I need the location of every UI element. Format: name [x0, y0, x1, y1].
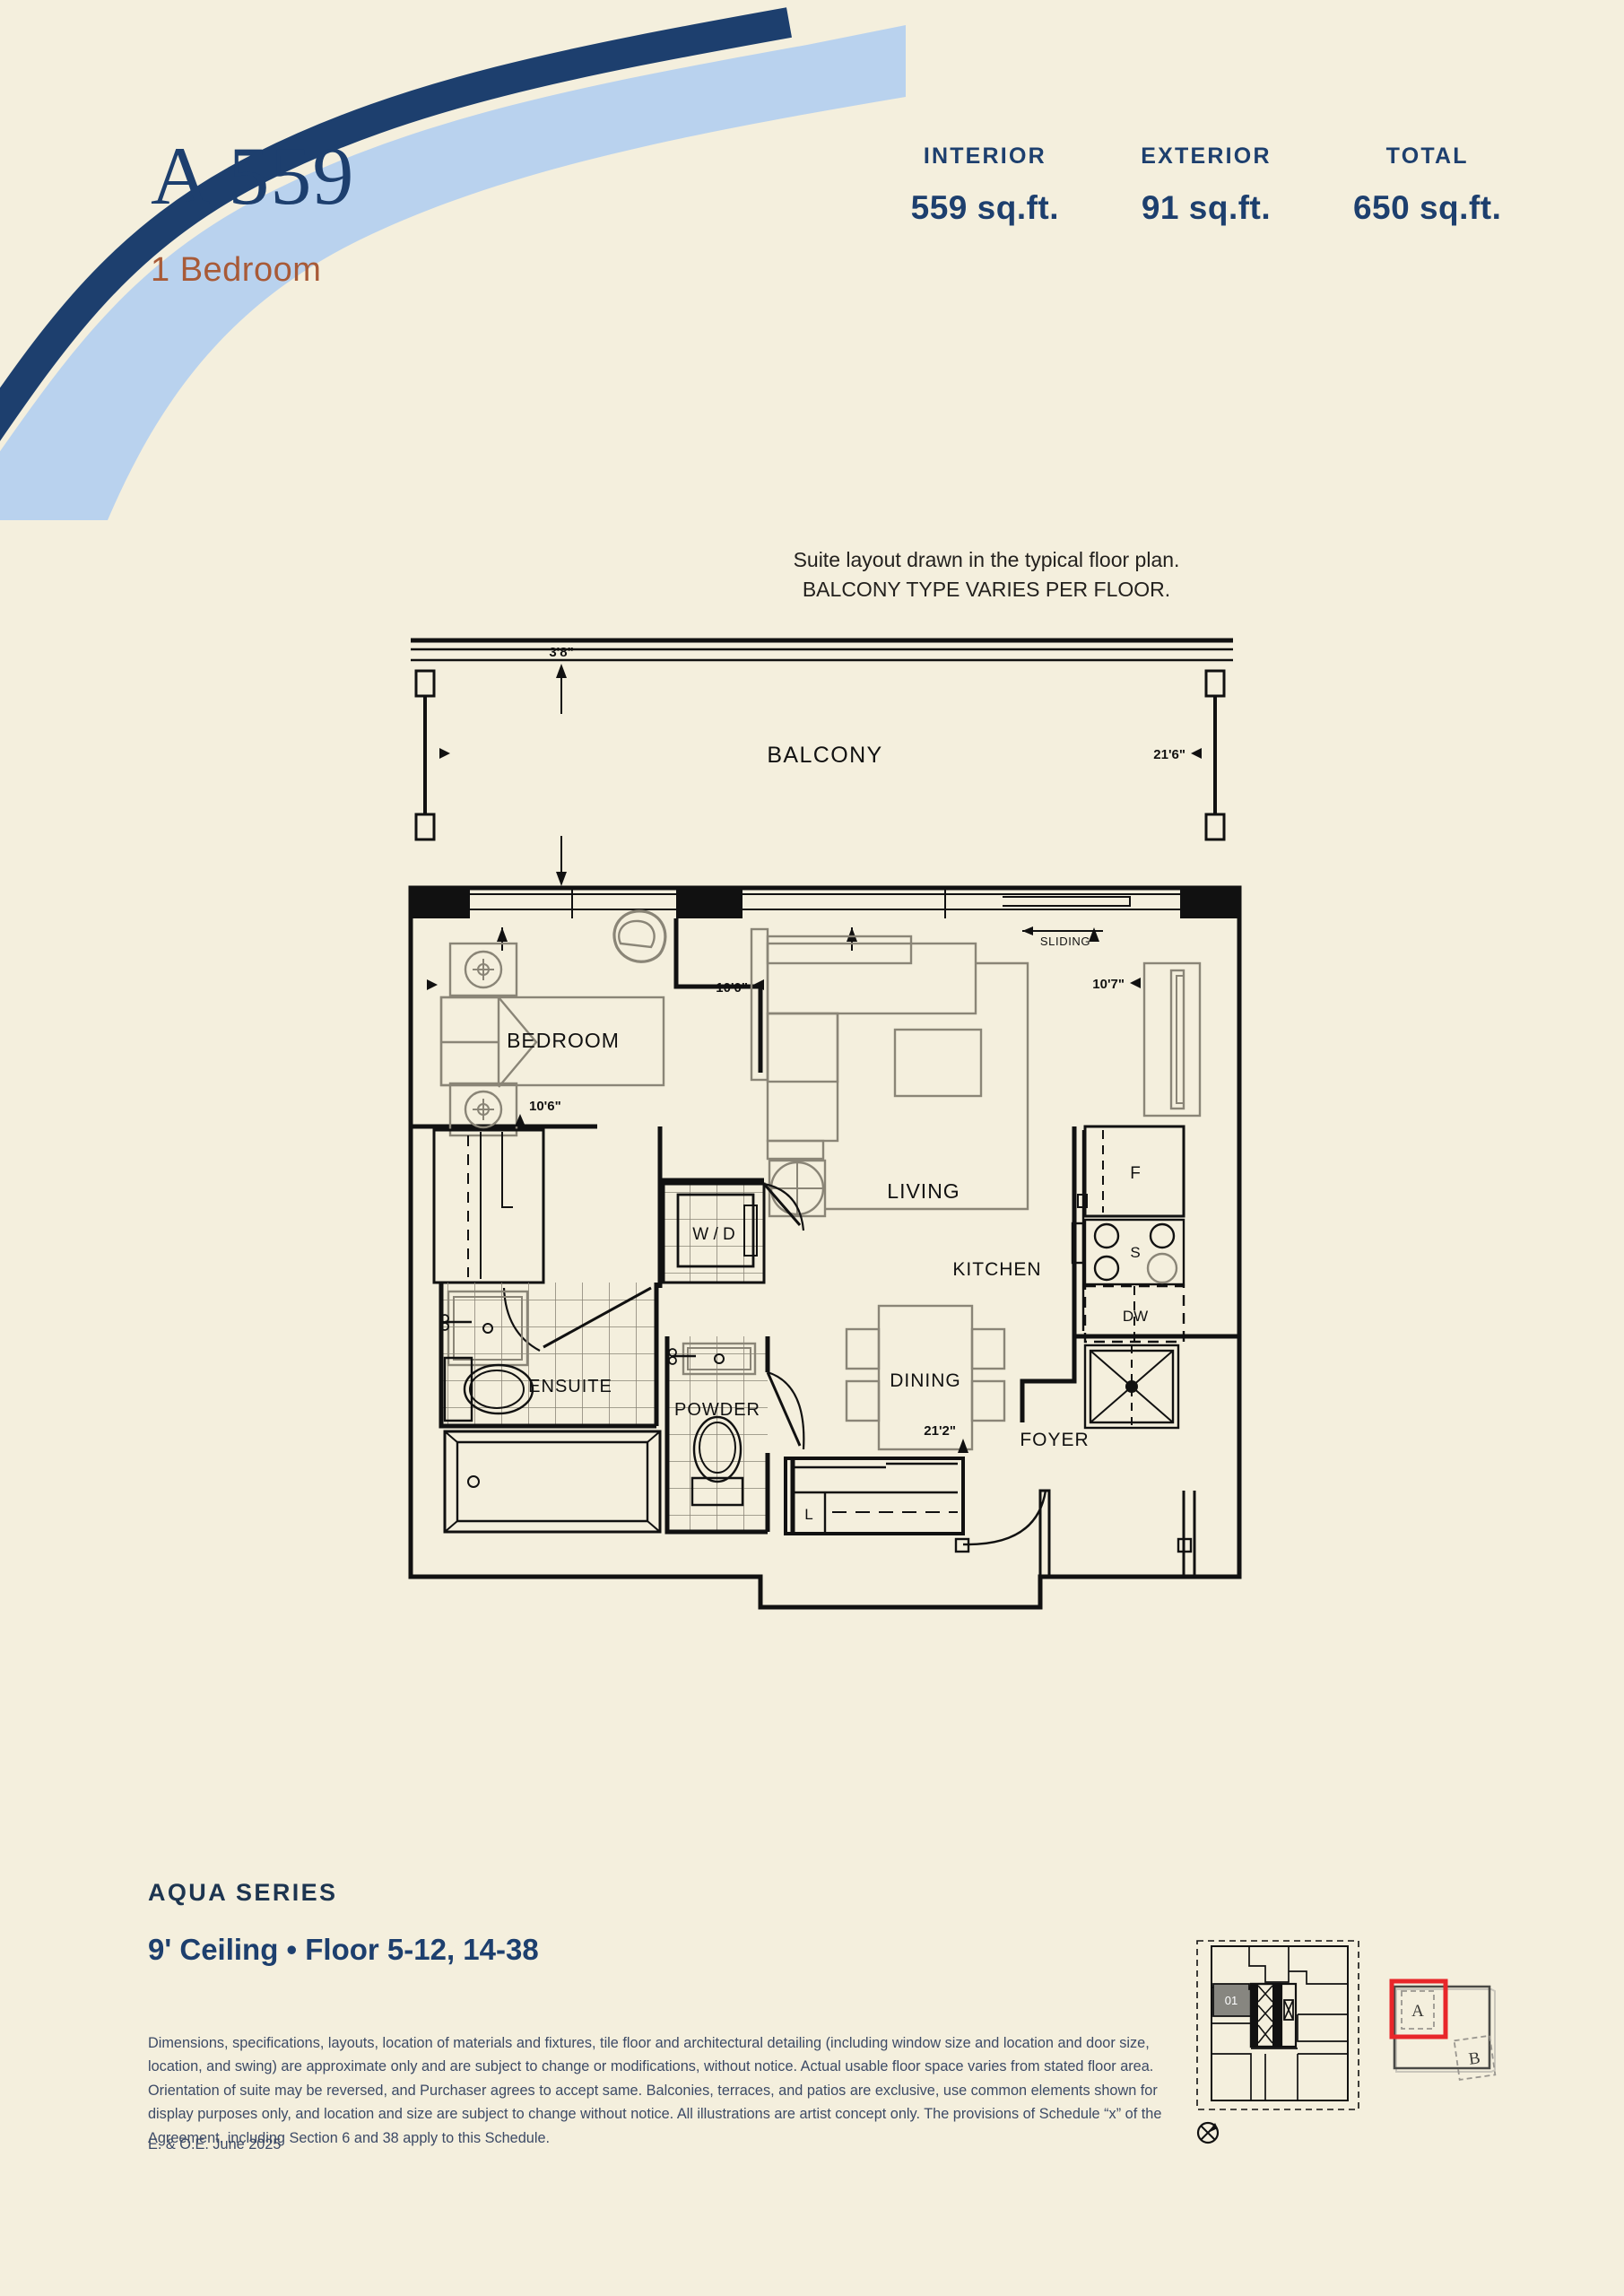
decorative-wave-graphic — [0, 7, 906, 520]
plan-note-line-1: Suite layout drawn in the typical floor … — [793, 548, 1180, 571]
room-label-powder: POWDER — [674, 1400, 760, 1420]
suite-subtitle: 1 Bedroom — [151, 251, 322, 289]
floor-plan-drawing: BALCONY BEDROOM LIVING KITCHEN DINING EN… — [408, 638, 1242, 1610]
stat-exterior-value: 91 sq.ft. — [1141, 189, 1272, 226]
stat-exterior-label: EXTERIOR — [1141, 144, 1272, 169]
stat-exterior: EXTERIOR 91 sq.ft. — [1096, 144, 1317, 227]
floor-plate-key — [1196, 1940, 1359, 2144]
room-label-ensuite: ENSUITE — [528, 1377, 612, 1396]
room-label-kitchen: KITCHEN — [952, 1259, 1041, 1280]
site-plan-key — [1389, 1979, 1497, 2081]
room-label-balcony: BALCONY — [767, 743, 882, 768]
room-label-dining: DINING — [890, 1370, 961, 1391]
dimension-suite-depth: 21'2" — [924, 1423, 956, 1439]
room-label-foyer: FOYER — [1020, 1430, 1089, 1450]
area-stats: INTERIOR 559 sq.ft. EXTERIOR 91 sq.ft. T… — [874, 144, 1538, 227]
stat-interior-value: 559 sq.ft. — [910, 189, 1060, 226]
appliance-label-stove: S — [1130, 1244, 1140, 1261]
dimension-bedroom-width: 10'0" — [716, 980, 748, 996]
room-label-living: LIVING — [887, 1179, 960, 1203]
room-label-bedroom: BEDROOM — [507, 1029, 620, 1052]
ceiling-and-floors: 9' Ceiling • Floor 5-12, 14-38 — [148, 1933, 539, 1966]
stat-total-label: TOTAL — [1385, 144, 1469, 169]
plan-note-line-2: BALCONY TYPE VARIES PER FLOOR. — [802, 577, 1171, 601]
stat-interior: INTERIOR 559 sq.ft. — [874, 144, 1096, 227]
stat-total: TOTAL 650 sq.ft. — [1316, 144, 1538, 227]
key-plan-group: 01 A B — [1196, 1940, 1497, 2144]
eoe-date: E. & O.E. June 2025 — [148, 2136, 282, 2152]
appliance-label-fridge: F — [1130, 1164, 1141, 1183]
appliance-label-dishwasher: DW — [1123, 1308, 1148, 1325]
stat-total-value: 650 sq.ft. — [1352, 189, 1502, 226]
dimension-living-width: 10'7" — [1092, 977, 1125, 992]
dimension-balcony-depth: 3'8" — [549, 645, 573, 660]
dimension-balcony-width: 21'6" — [1153, 747, 1185, 762]
appliance-label-washer-dryer: W / D — [692, 1225, 735, 1244]
page-title: A 559 — [151, 130, 355, 222]
site-plan-highlight-tower-a — [1389, 1979, 1448, 2039]
key-plan-unit-number: 01 — [1225, 1994, 1238, 2007]
legal-disclaimer: Dimensions, specifications, layouts, loc… — [148, 2035, 1162, 2146]
site-tower-label-a: A — [1411, 2002, 1424, 2021]
series-name: AQUA SERIES — [148, 1879, 338, 1906]
stat-interior-label: INTERIOR — [923, 144, 1046, 169]
site-tower-label-b: B — [1467, 2048, 1481, 2069]
closet-label-linen: L — [804, 1506, 812, 1523]
dimension-bedroom-depth: 10'6" — [529, 1099, 561, 1114]
plan-note: Suite layout drawn in the typical floor … — [502, 545, 1471, 604]
door-label-sliding: SLIDING — [1040, 935, 1090, 948]
